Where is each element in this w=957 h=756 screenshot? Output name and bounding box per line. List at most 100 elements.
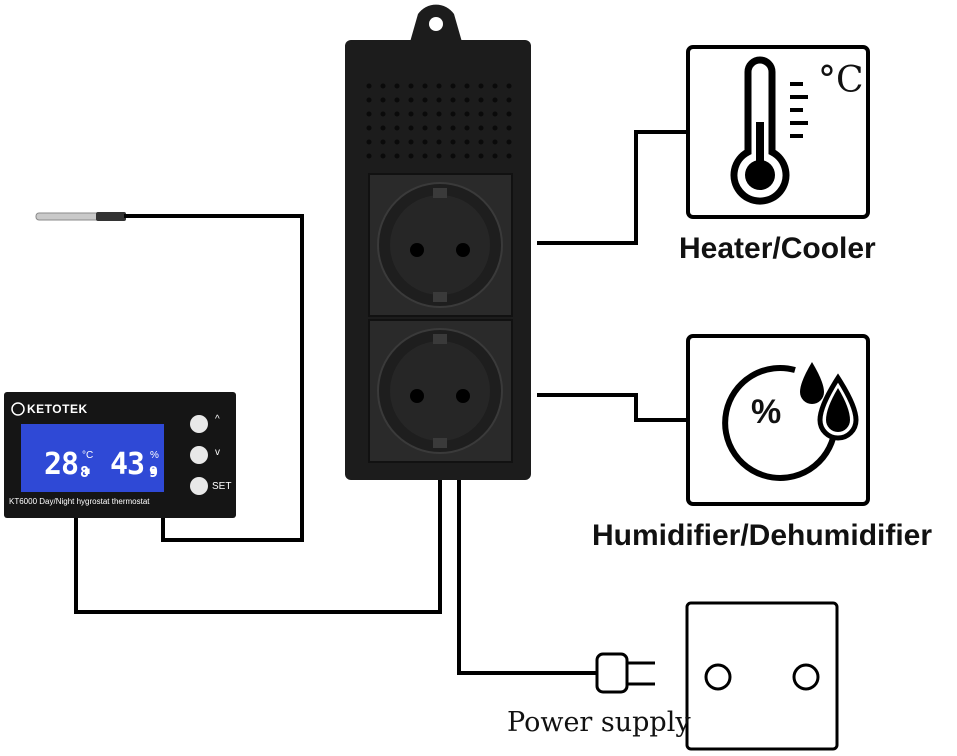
vent-hole <box>366 153 372 159</box>
vent-hole <box>408 125 414 131</box>
lcd-screen <box>21 424 164 492</box>
vent-hole <box>436 111 442 117</box>
vent-hole <box>478 153 484 159</box>
vent-hole <box>464 111 470 117</box>
down-button <box>190 446 208 464</box>
humidity-icon <box>686 334 870 506</box>
vent-hole <box>394 139 400 145</box>
vent-hole <box>478 139 484 145</box>
vent-hole <box>408 153 414 159</box>
vent-holes <box>366 83 512 159</box>
vent-hole <box>394 125 400 131</box>
vent-hole <box>436 139 442 145</box>
vent-hole <box>450 125 456 131</box>
probe-cable <box>124 214 304 542</box>
set-button-label: SET <box>212 481 232 492</box>
vent-hole <box>422 139 428 145</box>
vent-hole <box>478 97 484 103</box>
vent-hole <box>422 97 428 103</box>
socket-device <box>345 4 531 480</box>
vent-hole <box>380 83 386 89</box>
vent-hole <box>464 97 470 103</box>
vent-hole <box>492 97 498 103</box>
vent-hole <box>450 83 456 89</box>
brand-name: KETOTEK <box>27 402 88 416</box>
percent-symbol: % <box>751 393 782 431</box>
thermostat-controller <box>4 392 236 518</box>
plug-icon <box>595 652 655 694</box>
down-arrow-icon: v <box>215 447 220 458</box>
vent-hole <box>506 125 512 131</box>
heater-cooler-label: Heater/Cooler <box>679 232 876 265</box>
vent-hole <box>464 139 470 145</box>
vent-hole <box>492 125 498 131</box>
vent-hole <box>394 153 400 159</box>
wall-outlet-icon <box>685 601 839 751</box>
vent-hole <box>380 111 386 117</box>
set-button <box>190 477 208 495</box>
vent-hole <box>366 111 372 117</box>
vent-hole <box>506 97 512 103</box>
vent-hole <box>394 111 400 117</box>
brand-logo-icon <box>11 402 25 416</box>
vent-hole <box>436 153 442 159</box>
vent-hole <box>506 153 512 159</box>
vent-hole <box>408 139 414 145</box>
vent-hole <box>450 139 456 145</box>
vent-hole <box>450 97 456 103</box>
vent-hole <box>380 139 386 145</box>
vent-hole <box>506 111 512 117</box>
vent-hole <box>380 97 386 103</box>
vent-hole <box>422 83 428 89</box>
vent-hole <box>380 153 386 159</box>
vent-hole <box>436 97 442 103</box>
vent-hole <box>394 83 400 89</box>
socket-lower <box>368 319 513 463</box>
temperature-probe <box>35 212 126 221</box>
up-arrow-icon: ^ <box>215 414 220 425</box>
vent-hole <box>506 139 512 145</box>
heater-wire <box>537 130 686 245</box>
humidity-unit: % <box>150 450 159 461</box>
vent-hole <box>492 153 498 159</box>
humidifier-wire <box>537 393 686 422</box>
vent-hole <box>464 153 470 159</box>
power-cable <box>457 480 597 675</box>
vent-hole <box>366 83 372 89</box>
thermometer-icon <box>686 45 870 219</box>
vent-hole <box>408 83 414 89</box>
vent-hole <box>478 83 484 89</box>
vent-hole <box>436 83 442 89</box>
vent-hole <box>366 125 372 131</box>
vent-hole <box>506 83 512 89</box>
vent-hole <box>492 83 498 89</box>
vent-hole <box>422 153 428 159</box>
vent-hole <box>478 125 484 131</box>
vent-hole <box>408 97 414 103</box>
vent-hole <box>366 97 372 103</box>
vent-hole <box>436 125 442 131</box>
humidity-value: 43. <box>110 447 162 482</box>
vent-hole <box>464 83 470 89</box>
vent-hole <box>492 111 498 117</box>
temperature-unit: °C <box>82 450 94 461</box>
vent-hole <box>422 111 428 117</box>
vent-hole <box>408 111 414 117</box>
vent-hole <box>478 111 484 117</box>
vent-hole <box>394 97 400 103</box>
socket-upper <box>368 173 513 317</box>
temperature-decimal: 8 <box>80 463 90 481</box>
humidifier-dehumidifier-label: Humidifier/Dehumidifier <box>592 519 933 552</box>
vent-hole <box>450 111 456 117</box>
vent-hole <box>450 153 456 159</box>
power-supply-label: Power supply <box>507 707 691 738</box>
vent-hole <box>366 139 372 145</box>
humidity-decimal: 9 <box>149 463 159 481</box>
vent-hole <box>380 125 386 131</box>
controller-cable <box>74 480 442 614</box>
vent-hole <box>464 125 470 131</box>
vent-hole <box>422 125 428 131</box>
up-button <box>190 415 208 433</box>
vent-hole <box>492 139 498 145</box>
